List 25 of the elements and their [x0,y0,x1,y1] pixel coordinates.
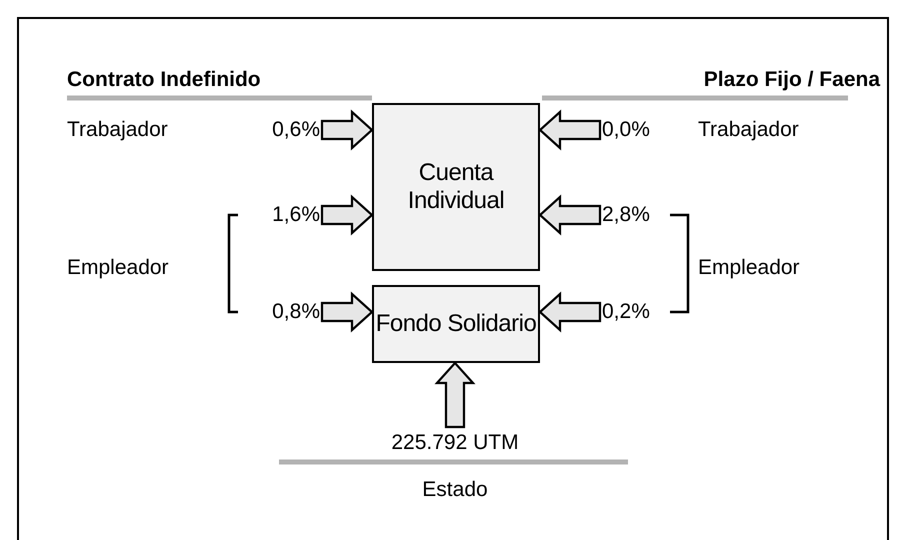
percentage-label: 2,8% [602,203,650,227]
text-label: Empleador [67,256,169,280]
block-arrow [320,110,374,150]
process-box [372,285,540,363]
process-box [372,103,540,271]
percentage-label: 0,2% [602,300,650,324]
percentage-label: 0,0% [602,118,650,142]
text-label: Estado [422,478,488,502]
box-label: Fondo Solidario [376,310,536,338]
block-arrow [434,361,476,428]
block-arrow [538,110,602,150]
text-label: Trabajador [67,118,168,142]
percentage-label: 0,6% [272,118,320,142]
section-heading: Plazo Fijo / Faena [704,68,880,92]
percentage-label: 0,8% [272,300,320,324]
percentage-label: 1,6% [272,203,320,227]
block-arrow [320,292,374,332]
text-label: Trabajador [698,118,799,142]
box-label: Cuenta Individual [406,159,506,215]
block-arrow [538,194,602,236]
block-arrow [320,194,374,236]
block-arrow [538,292,602,332]
text-label: Empleador [698,256,800,280]
percentage-label: 225.792 UTM [391,431,519,455]
section-heading: Contrato Indefinido [67,68,261,92]
